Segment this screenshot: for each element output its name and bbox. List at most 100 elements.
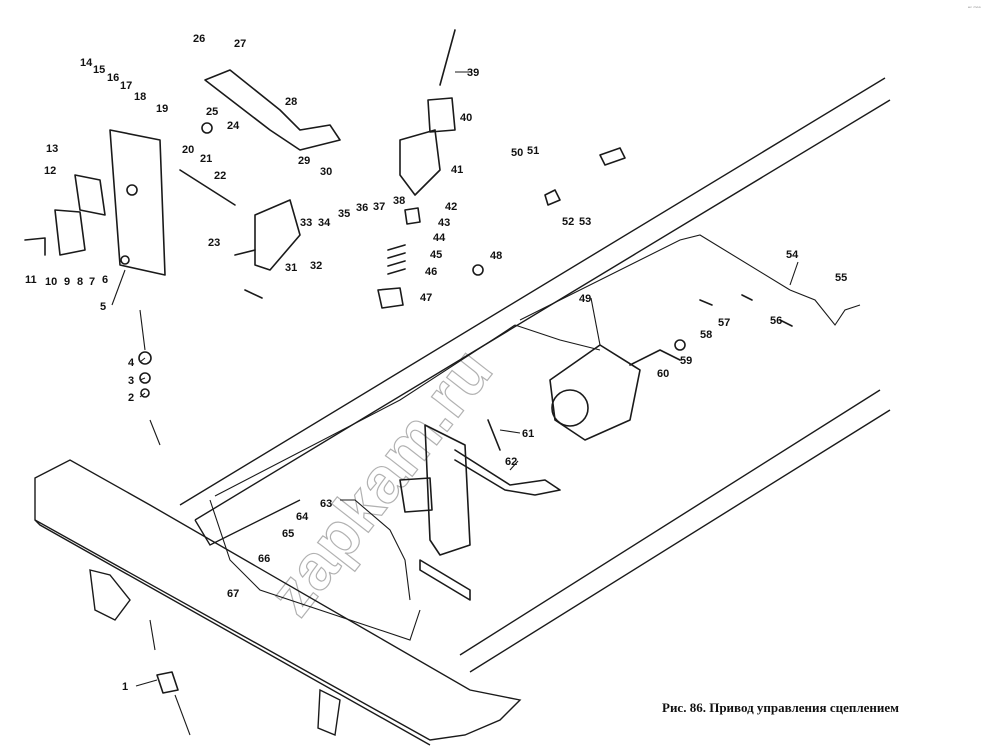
callout-23: 23 [208, 237, 220, 249]
callout-62: 62 [505, 456, 517, 468]
callout-52: 52 [562, 216, 574, 228]
lower-mount-plate [419, 559, 471, 601]
frame-bottom-edge-2 [469, 409, 891, 673]
callout-13: 13 [46, 143, 58, 155]
master-body-33 [254, 199, 301, 271]
callout-66: 66 [258, 553, 270, 565]
callout-39: 39 [467, 67, 479, 79]
callout-4: 4 [128, 357, 135, 369]
pedal-lower [399, 419, 561, 601]
callout-33: 33 [300, 217, 312, 229]
pipe-lower [209, 499, 421, 641]
callout-29: 29 [298, 155, 310, 167]
callout-16: 16 [107, 72, 119, 84]
callout-50: 50 [511, 147, 523, 159]
lower-cylinder-63 [399, 477, 433, 513]
callout-59: 59 [680, 355, 692, 367]
frame-top-edge-outer [179, 77, 886, 506]
callout-7: 7 [89, 276, 95, 288]
callout-5: 5 [100, 301, 106, 313]
callout-54: 54 [786, 249, 799, 261]
boot-40 [427, 97, 456, 133]
callout-1: 1 [122, 681, 128, 693]
callout-20: 20 [182, 144, 194, 156]
reservoir-assembly [377, 29, 456, 309]
leader-3 [139, 377, 146, 381]
callout-6: 6 [102, 274, 108, 286]
booster-rod [629, 349, 681, 366]
pipe-left-tail [149, 619, 156, 651]
leader-4 [139, 357, 146, 363]
callout-18: 18 [134, 91, 146, 103]
frame-bottom-edge [459, 389, 881, 656]
callout-2: 2 [128, 392, 134, 404]
callout-12: 12 [44, 165, 56, 177]
pipe-top-left [139, 309, 146, 351]
frame-web [194, 499, 301, 546]
rubber-block-9 [54, 209, 86, 256]
fitting-4 [138, 351, 152, 365]
callout-41: 41 [451, 164, 463, 176]
callout-61: 61 [522, 428, 534, 440]
cylinder-41 [399, 129, 441, 196]
callout-31: 31 [285, 262, 297, 274]
small-fittings [138, 147, 793, 694]
fitting-56 [741, 294, 753, 301]
callout-32: 32 [310, 260, 322, 272]
plate-12 [74, 174, 106, 216]
nut-47 [377, 287, 404, 309]
callout-63: 63 [320, 498, 332, 510]
callout-42: 42 [445, 201, 457, 213]
callout-19: 19 [156, 103, 168, 115]
booster-body-49 [549, 344, 641, 441]
leader-61 [499, 429, 521, 434]
crossmember-lower-lip [34, 519, 431, 746]
clutch-booster [549, 344, 681, 441]
callout-9: 9 [64, 276, 70, 288]
callout-64: 64 [296, 511, 309, 523]
leader-54 [789, 261, 799, 286]
callout-28: 28 [285, 96, 297, 108]
callout-40: 40 [460, 112, 472, 124]
bracket-hole-1 [126, 184, 138, 196]
callout-45: 45 [430, 249, 442, 261]
callout-56: 56 [770, 315, 782, 327]
lower-bracket [424, 424, 471, 556]
callouts: 1 2 3 4 5 6 7 8 9 10 11 12 13 14 15 16 1… [25, 33, 847, 693]
pedal-upper [179, 69, 341, 206]
callout-51: 51 [527, 145, 539, 157]
callout-35: 35 [338, 208, 350, 220]
hydraulic-lines [139, 234, 861, 736]
callout-24: 24 [227, 120, 240, 132]
spring-61 [487, 419, 501, 451]
air-line [519, 234, 791, 321]
callout-26: 26 [193, 33, 205, 45]
air-line-55 [789, 289, 861, 326]
callout-21: 21 [200, 153, 212, 165]
bracket-hole-2 [120, 255, 130, 265]
bushing-25 [201, 122, 213, 134]
pedal-bracket [24, 129, 166, 276]
crossmember-bracket-right [317, 688, 341, 736]
callout-53: 53 [579, 216, 591, 228]
callout-58: 58 [700, 329, 712, 341]
callout-37: 37 [373, 201, 385, 213]
crossmember-bracket-left [89, 569, 131, 621]
leader-49 [590, 297, 601, 346]
corner-mark: ᵉᶜ ᵐᵒᵒ [968, 6, 981, 12]
callout-47: 47 [420, 292, 432, 304]
callout-38: 38 [393, 195, 405, 207]
callout-27: 27 [234, 38, 246, 50]
washer-2 [140, 388, 150, 398]
callout-17: 17 [120, 80, 132, 92]
watermark: zapkam.ru [254, 334, 507, 629]
callout-8: 8 [77, 276, 83, 288]
rod-39 [439, 29, 456, 86]
callout-15: 15 [93, 64, 105, 76]
vehicle-frame [34, 77, 891, 746]
bolt-57 [699, 299, 713, 306]
fitting-1 [156, 671, 179, 694]
shaft-22 [179, 169, 236, 206]
